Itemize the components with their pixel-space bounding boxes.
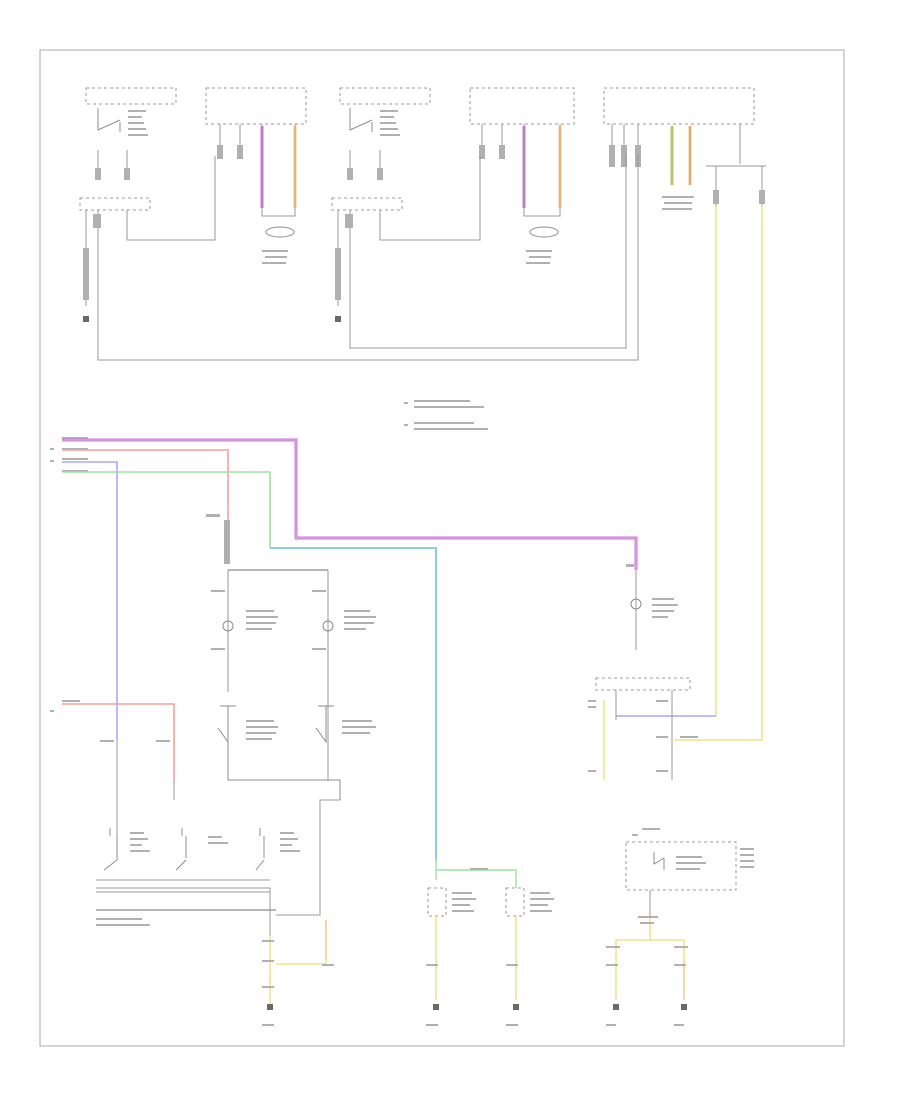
- bottom-left-switches: [50, 700, 334, 1026]
- central-control-module: [603, 87, 766, 210]
- right-indicator: [626, 564, 678, 650]
- bottom-middle-sensors: [426, 860, 554, 1026]
- left-seat-switch: [85, 87, 177, 180]
- signal-wires: [50, 206, 763, 860]
- left-seat-module: [205, 87, 307, 264]
- seat-belt-module: [206, 514, 376, 916]
- right-seat-switch: [339, 87, 431, 180]
- diagram-frame: [39, 49, 845, 1047]
- top-module-row: [79, 87, 766, 430]
- buckle-switch-module: [606, 828, 754, 1026]
- right-connector-block: [588, 677, 698, 780]
- right-seat-module: [469, 87, 575, 264]
- legend-note: [404, 400, 488, 430]
- top-connectors: [79, 154, 639, 361]
